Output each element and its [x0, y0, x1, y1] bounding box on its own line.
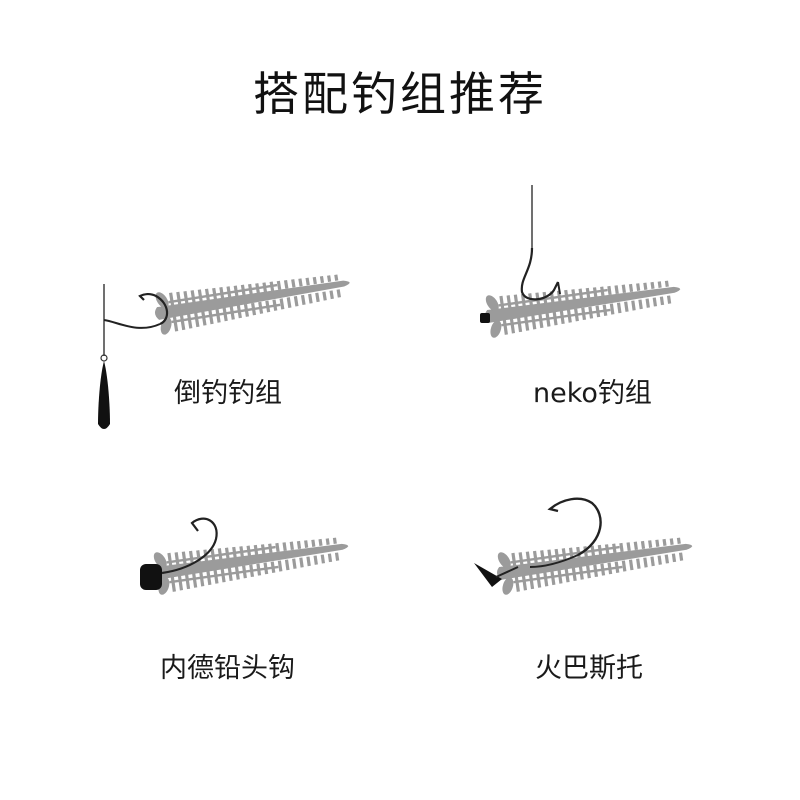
rig-card-neko: neko钓组 [440, 185, 800, 440]
page-title: 搭配钓组推荐 [253, 67, 547, 121]
rig-label-ned-jighead: 内德铅头钩 [160, 653, 295, 684]
soft-bait-lure [155, 274, 350, 335]
soft-bait-lure [153, 537, 349, 595]
free-rig-icon [474, 497, 693, 595]
soft-bait-lure [497, 537, 693, 595]
rig-label-free-rig: 火巴斯托 [535, 653, 643, 684]
rig-label-neko: neko钓组 [533, 378, 652, 409]
drop-shot-rig-icon [98, 274, 350, 429]
rig-card-free-rig: 火巴斯托 [440, 475, 800, 715]
ned-jighead-rig-icon [140, 517, 349, 595]
rig-card-drop-shot: 倒钓钓组 [60, 200, 420, 440]
rig-card-ned-jighead: 内德铅头钩 [100, 475, 460, 715]
rig-label-drop-shot: 倒钓钓组 [174, 378, 282, 409]
soft-bait-lure [485, 280, 681, 338]
neko-rig-icon [480, 185, 681, 338]
